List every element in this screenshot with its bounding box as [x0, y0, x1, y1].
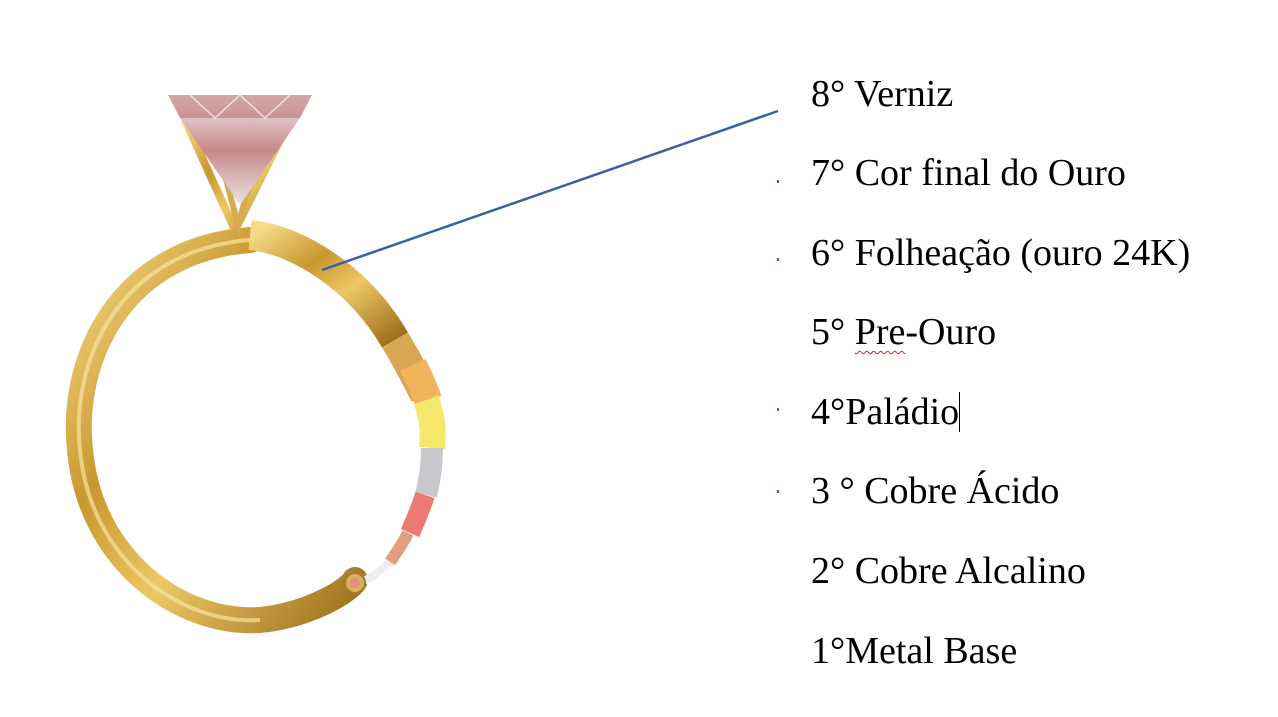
- segment-cobre: [385, 530, 414, 566]
- segment-paladio: [413, 395, 446, 450]
- layer-cross-section: [344, 359, 446, 594]
- bullet-mark: [777, 180, 779, 183]
- layer-label-2: 2° Cobre Alcalino: [811, 550, 1086, 592]
- bullet-mark: [777, 490, 779, 493]
- text-cursor: [959, 392, 961, 432]
- layer-label-4: 4°Paládio: [811, 391, 961, 433]
- bullet-mark: [777, 258, 779, 261]
- layer-label-7: 7° Cor final do Ouro: [811, 152, 1126, 194]
- layer-label-1: 1°Metal Base: [811, 630, 1018, 672]
- gem-setting: [168, 93, 312, 240]
- spellcheck-underline: Pre: [854, 311, 906, 353]
- bullet-mark: [777, 408, 779, 411]
- segment-cobre-acido: [415, 447, 443, 498]
- layer-label-6: 6° Folheação (ouro 24K): [811, 232, 1191, 274]
- segment-cobre-alcalino: [400, 491, 435, 538]
- layer-label-5-text: 5° Pre-Ouro: [811, 311, 997, 353]
- layer-label-4-text: 4°Paládio: [811, 391, 960, 433]
- layer-label-3: 3 ° Cobre Ácido: [811, 470, 1060, 512]
- pointer-line: [321, 109, 779, 272]
- layer-label-5: 5° Pre-Ouro: [811, 313, 996, 351]
- ring-band: [65, 220, 439, 634]
- segment-pre-ouro: [400, 359, 442, 405]
- layer-label-8: 8° Verniz: [811, 73, 954, 115]
